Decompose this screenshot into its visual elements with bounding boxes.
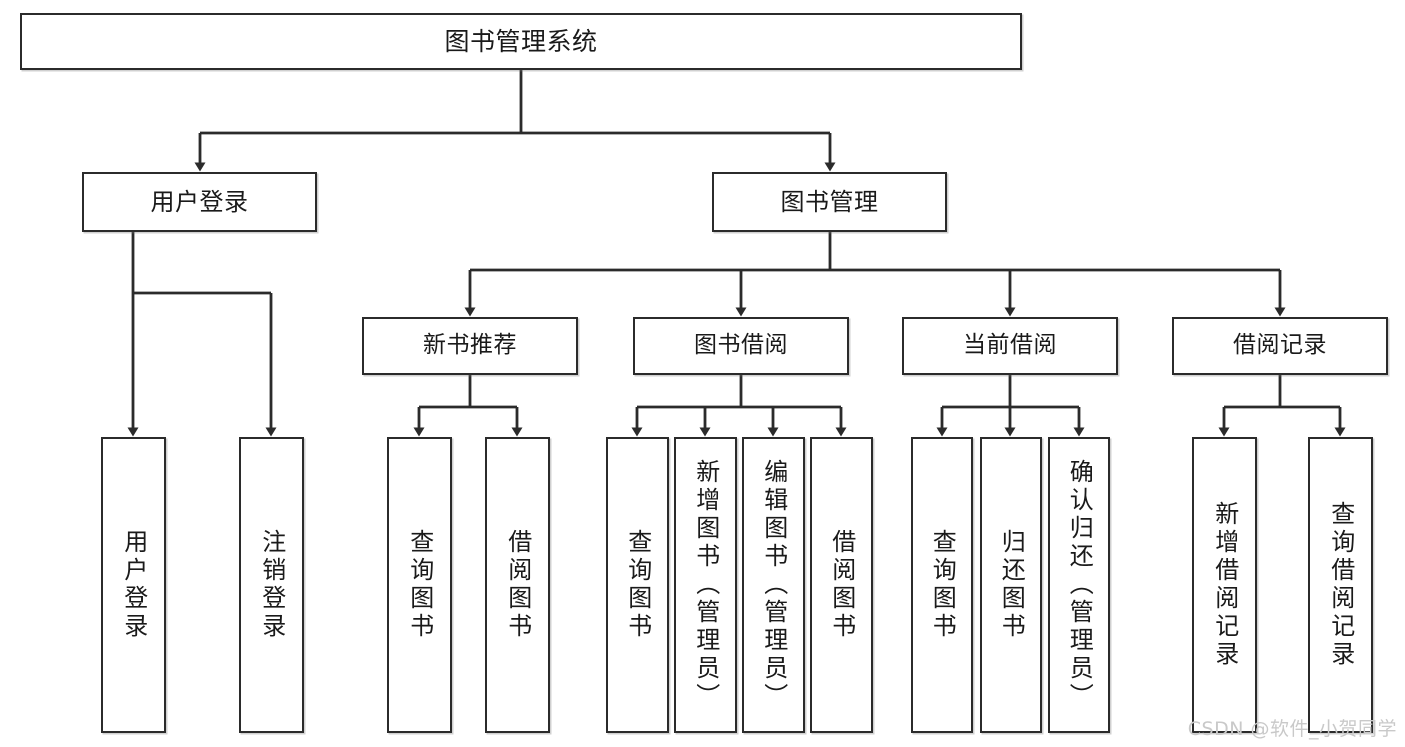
leaf-query-book-current[interactable]: 查询图书 — [911, 437, 973, 733]
node-user-login-label: 用户登录 — [150, 187, 249, 216]
leaf-logout-label: 注销登录 — [257, 529, 286, 641]
leaf-confirm-return-admin[interactable]: 确认归还（管理员） — [1048, 437, 1110, 733]
leaf-logout[interactable]: 注销登录 — [239, 437, 304, 733]
node-root-system-label: 图书管理系统 — [444, 26, 598, 56]
node-new-book-recommend-label: 新书推荐 — [423, 332, 517, 359]
node-user-login[interactable]: 用户登录 — [82, 172, 317, 232]
leaf-return-book[interactable]: 归还图书 — [980, 437, 1042, 733]
leaf-add-borrow-record-label: 新增借阅记录 — [1210, 501, 1239, 669]
leaf-query-book-newbook-label: 查询图书 — [405, 529, 434, 641]
leaf-query-book-borrow-label: 查询图书 — [623, 529, 652, 641]
node-new-book-recommend[interactable]: 新书推荐 — [362, 317, 578, 375]
node-book-borrow[interactable]: 图书借阅 — [633, 317, 849, 375]
leaf-edit-book-admin[interactable]: 编辑图书（管理员） — [742, 437, 805, 733]
node-book-management-label: 图书管理 — [780, 187, 879, 216]
node-current-borrow-label: 当前借阅 — [963, 332, 1057, 359]
node-borrow-record-label: 借阅记录 — [1233, 332, 1327, 359]
leaf-query-borrow-record[interactable]: 查询借阅记录 — [1308, 437, 1373, 733]
leaf-confirm-return-admin-label: 确认归还（管理员） — [1065, 459, 1094, 711]
leaf-edit-book-admin-label: 编辑图书（管理员） — [759, 459, 788, 711]
node-book-borrow-label: 图书借阅 — [694, 332, 788, 359]
watermark-csdn: CSDN @软件_小贺同学 — [1187, 718, 1397, 740]
leaf-user-login[interactable]: 用户登录 — [101, 437, 166, 733]
leaf-add-book-admin-label: 新增图书（管理员） — [691, 459, 720, 711]
node-root-system[interactable]: 图书管理系统 — [20, 13, 1022, 70]
leaf-return-book-label: 归还图书 — [997, 529, 1026, 641]
leaf-query-book-newbook[interactable]: 查询图书 — [387, 437, 452, 733]
leaf-borrow-book[interactable]: 借阅图书 — [810, 437, 873, 733]
leaf-borrow-book-newbook-label: 借阅图书 — [503, 529, 532, 641]
leaf-borrow-book-label: 借阅图书 — [827, 529, 856, 641]
node-borrow-record[interactable]: 借阅记录 — [1172, 317, 1388, 375]
leaf-user-login-label: 用户登录 — [119, 529, 148, 641]
node-book-management[interactable]: 图书管理 — [712, 172, 947, 232]
leaf-query-borrow-record-label: 查询借阅记录 — [1326, 501, 1355, 669]
leaf-add-borrow-record[interactable]: 新增借阅记录 — [1192, 437, 1257, 733]
leaf-borrow-book-newbook[interactable]: 借阅图书 — [485, 437, 550, 733]
leaf-add-book-admin[interactable]: 新增图书（管理员） — [674, 437, 737, 733]
node-current-borrow[interactable]: 当前借阅 — [902, 317, 1118, 375]
leaf-query-book-borrow[interactable]: 查询图书 — [606, 437, 669, 733]
leaf-query-book-current-label: 查询图书 — [928, 529, 957, 641]
